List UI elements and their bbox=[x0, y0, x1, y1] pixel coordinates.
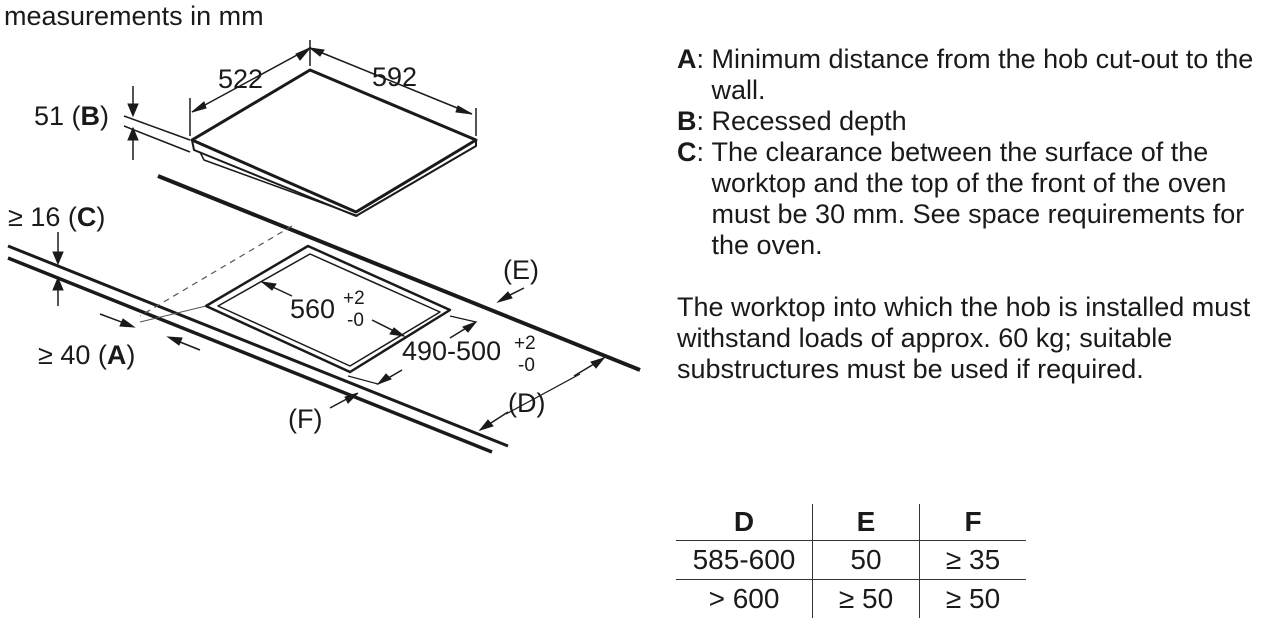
legend-text: Recessed depth bbox=[711, 106, 907, 136]
label-c: ≥ 16 (C) bbox=[8, 202, 105, 232]
units-note: measurements in mm bbox=[4, 1, 264, 31]
hob-depth-value: 522 bbox=[218, 64, 263, 94]
table-cell: ≥ 50 bbox=[812, 579, 920, 618]
label-d: (D) bbox=[508, 388, 545, 418]
cutout-depth-tolerance-plus: +2 bbox=[514, 333, 536, 354]
legend-notes: A: Minimum distance from the hob cut-out… bbox=[677, 44, 1267, 261]
legend-separator: : bbox=[696, 44, 712, 74]
clearance-dimension bbox=[52, 232, 64, 306]
cutout-width-dimension bbox=[260, 281, 406, 337]
cutout-depth-dimension bbox=[347, 315, 478, 386]
hob-width-value: 592 bbox=[372, 62, 417, 92]
table-header-f: F bbox=[919, 504, 1026, 541]
hob-underside bbox=[199, 151, 359, 217]
legend-text: Minimum distance from the hob cut-out to… bbox=[711, 44, 1254, 105]
table-cell: 50 bbox=[812, 540, 920, 580]
cutout-depth-label: 490-500 bbox=[402, 336, 501, 366]
hob-width-dimension bbox=[308, 47, 477, 136]
installation-diagram: measurements in mm 522 592 51 (B) bbox=[4, 1, 641, 454]
legend-separator: : bbox=[696, 106, 712, 136]
hob-depth-dimension bbox=[189, 40, 311, 136]
cutout-width-tolerance-minus: -0 bbox=[347, 310, 364, 331]
legend-text: The clearance between the surface of the… bbox=[711, 137, 1245, 260]
cutout-width-label: 560 bbox=[290, 294, 335, 324]
table-header-e: E bbox=[812, 504, 920, 541]
label-e: (E) bbox=[503, 255, 539, 285]
worktop-front-edge-top bbox=[7, 244, 509, 448]
table-cell: ≥ 50 bbox=[945, 583, 1001, 614]
table-header-d: D bbox=[676, 504, 813, 541]
label-f: (F) bbox=[288, 404, 322, 434]
legend-separator: : bbox=[696, 137, 712, 167]
clearance-table: D E F 585-600 50 ≥ 35 > 600 ≥ 50 ≥ 50 bbox=[676, 504, 1026, 618]
projection-line bbox=[139, 225, 293, 317]
cutout-depth-tolerance-minus: -0 bbox=[518, 355, 535, 376]
table-row: > 600 ≥ 50 ≥ 50 bbox=[676, 579, 1026, 618]
legend-item-b: B: Recessed depth bbox=[677, 106, 1267, 137]
cutout-width-tolerance-plus: +2 bbox=[343, 288, 365, 309]
wall-distance-dimension bbox=[99, 305, 207, 351]
table-cell: > 600 bbox=[676, 579, 813, 618]
worktop-back-edge bbox=[157, 174, 641, 372]
table-cell: ≥ 35 bbox=[919, 540, 1026, 580]
table-header-row: D E F bbox=[676, 504, 1026, 541]
hob bbox=[190, 68, 478, 217]
legend-item-a: A: Minimum distance from the hob cut-out… bbox=[677, 44, 1267, 106]
f-dimension bbox=[329, 392, 359, 409]
e-dimension bbox=[496, 287, 525, 304]
load-note: The worktop into which the hob is instal… bbox=[677, 292, 1251, 384]
label-b: 51 (B) bbox=[34, 101, 109, 131]
legend-key: C bbox=[677, 137, 697, 167]
recessed-depth-dimension bbox=[123, 86, 191, 160]
legend-item-c: C: The clearance between the surface of … bbox=[677, 137, 1267, 261]
legend-key: B bbox=[677, 106, 697, 136]
legend-key: A bbox=[677, 44, 697, 74]
cutout bbox=[204, 244, 452, 374]
hob-front-edge bbox=[191, 139, 477, 217]
table-row: 585-600 50 ≥ 35 bbox=[676, 540, 1026, 580]
cutout-outer bbox=[204, 244, 452, 374]
d-dimension bbox=[478, 357, 606, 431]
label-a: ≥ 40 (A) bbox=[38, 340, 135, 370]
table-cell: 585-600 bbox=[676, 540, 813, 580]
worktop-front-edge-bottom bbox=[7, 256, 493, 454]
cutout-inner bbox=[217, 253, 441, 367]
